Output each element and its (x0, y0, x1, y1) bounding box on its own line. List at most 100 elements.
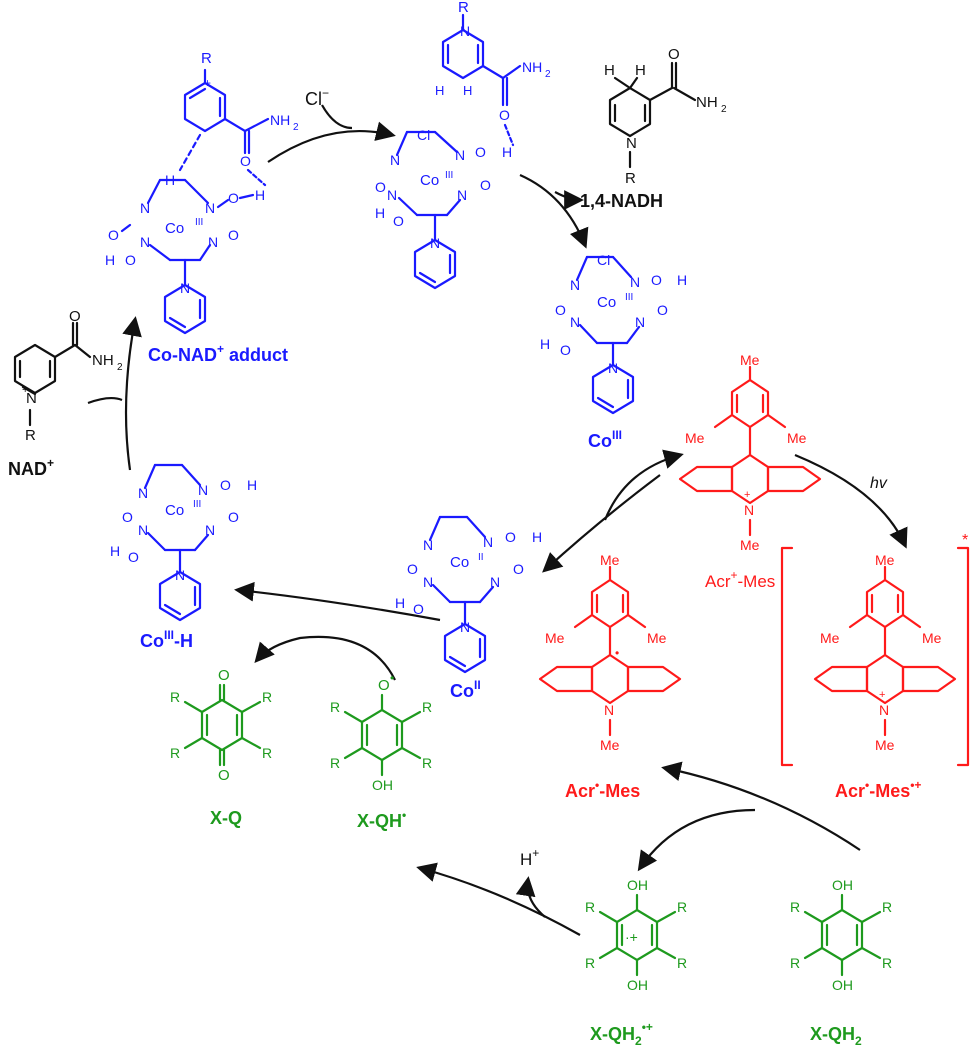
arrow-hydroquinone-oxidation (637, 808, 756, 872)
nad-O: O (69, 308, 81, 325)
label-co-nad-adduct: Co-NAD+ adduct (148, 342, 288, 365)
nad-NH2sub: 2 (117, 362, 123, 373)
label-xqh2: X-QH2 (810, 1024, 862, 1048)
arrow-adduct-to-coIIICl (267, 121, 396, 163)
label-chloride: Cl− (305, 86, 329, 109)
label-nadh: 1,4-NADH (580, 191, 663, 211)
atom-plus: + (204, 76, 211, 90)
atom-N2: N (205, 200, 215, 216)
co3-O3: O (555, 302, 566, 318)
atom-N1: N (140, 200, 150, 216)
atom-H-dhp2: H (463, 83, 472, 98)
nad-plus: + (22, 384, 28, 396)
coh-N1: N (138, 485, 148, 501)
label-co3: CoIII (588, 428, 622, 451)
arrow-coIIIH-to-adduct (122, 316, 142, 471)
xqh-R1: R (330, 699, 340, 715)
co2-N3: N (423, 574, 433, 590)
acrr-N: N (604, 702, 614, 718)
arrow-qh-to-q (254, 635, 396, 681)
atom-NH2-sub: 2 (293, 122, 299, 133)
co-ii-complex: Co II N N N N O H O O H O N (395, 515, 542, 674)
excited-bracket-left (780, 546, 794, 767)
label-xqh2-radical: X-QH2•+ (590, 1020, 653, 1048)
xqh-OH: OH (372, 777, 393, 793)
nad-NH: NH (92, 352, 114, 369)
xqhr-R4: R (677, 955, 687, 971)
coh-O2: O (228, 509, 239, 525)
atom-R: R (201, 50, 212, 67)
atom-O-t4: O (393, 213, 404, 229)
xqh-dot: • (390, 671, 394, 685)
xqhr-charge: ·+ (625, 929, 638, 945)
coh-ox: III (193, 499, 201, 510)
nadh-NH2sub: 2 (721, 104, 727, 115)
atom-H-dhp1: H (435, 83, 444, 98)
label-co2: CoII (450, 678, 481, 701)
cycle-arrows (87, 104, 908, 936)
co2-N4: N (490, 574, 500, 590)
xqhr-OH1: OH (627, 877, 648, 893)
atom-Co-ox: III (195, 217, 203, 228)
excited-bracket-right (956, 546, 970, 767)
acrr-dot: • (615, 646, 619, 660)
atom-N-t2: N (455, 147, 465, 163)
xqhr-OH2: OH (627, 977, 648, 993)
acr-excited-state: Me Me Me N + Me (813, 552, 957, 753)
coh-O1: O (220, 477, 231, 493)
acr-radical-mes: Me Me Me • N Me (538, 552, 682, 753)
label-acr-excited: Acr•-Mes•+ (835, 778, 921, 801)
atom-Cl-1: Cl (417, 127, 430, 143)
co3-O2: O (657, 302, 668, 318)
atom-O-t3: O (375, 179, 386, 195)
label-xq: X-Q (210, 808, 242, 828)
co2-ox: II (478, 552, 484, 563)
acre-Me1: Me (875, 552, 895, 568)
atom-Co-top-ox: III (445, 170, 453, 181)
label-xqh: X-QH• (357, 808, 406, 831)
co2-O4: O (413, 601, 424, 617)
co3-N4: N (635, 314, 645, 330)
arrow-proton-out (515, 876, 546, 918)
coh-O3: O (122, 509, 133, 525)
atom-NH: NH (270, 112, 290, 128)
atom-O2: O (108, 227, 119, 243)
co-iii-complex: Cl Co III N N N N O H O O H O N (540, 252, 687, 415)
co2-H2: H (395, 595, 405, 611)
acre-N-plus: + (879, 689, 885, 701)
atom-N3: N (140, 234, 150, 250)
xq-O1: O (218, 667, 230, 684)
coh-N3: N (138, 522, 148, 538)
co3-Npy: N (608, 360, 618, 376)
co3-N2: N (630, 274, 640, 290)
acre-Me2: Me (820, 630, 840, 646)
co3-N1: N (570, 277, 580, 293)
coh-Co: Co (165, 502, 184, 519)
atom-H2: H (105, 252, 115, 268)
coh-N4: N (205, 522, 215, 538)
atom-NH-top: NH (522, 59, 542, 75)
acr-Me4: Me (740, 537, 760, 553)
atom-O-t1: O (475, 144, 486, 160)
atom-Co: Co (165, 220, 184, 237)
quinone-xq: O O R R R R (170, 667, 272, 784)
xqh-R2: R (422, 699, 432, 715)
co3-H2: H (540, 336, 550, 352)
xqh-R3: R (330, 755, 340, 771)
acr-Me3: Me (787, 430, 807, 446)
arrow-nadh-out (554, 190, 584, 210)
nadh-H1: H (604, 62, 615, 79)
acre-Me4: Me (875, 737, 895, 753)
arrow-excited-to-acrrad (661, 761, 861, 851)
atom-H3: H (255, 187, 265, 203)
acr-N: N (744, 502, 754, 518)
acrr-Me2: Me (545, 630, 565, 646)
coh-Npy: N (175, 567, 185, 583)
coh-H1: H (247, 477, 257, 493)
coh-H2: H (110, 543, 120, 559)
acr-Me2: Me (685, 430, 705, 446)
atom-O-t2: O (480, 177, 491, 193)
co3-ox: III (625, 292, 633, 303)
atom-O4: O (228, 190, 239, 206)
